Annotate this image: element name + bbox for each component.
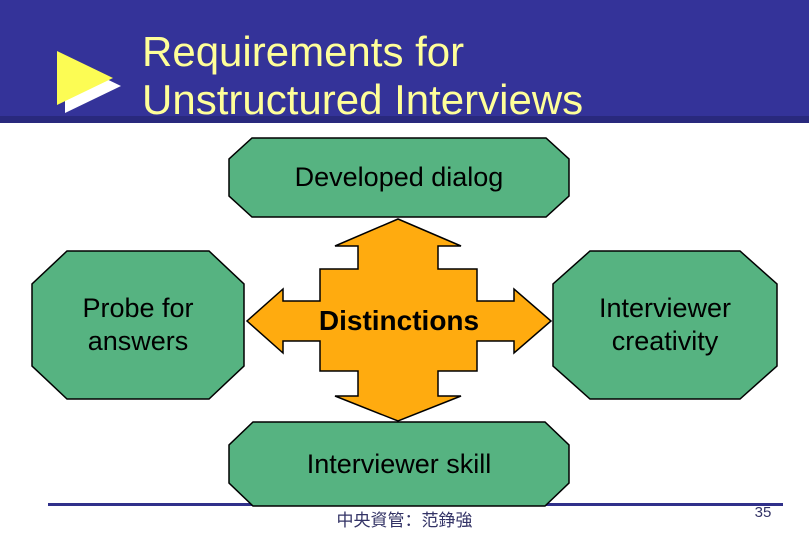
interviewer-skill-label: Interviewer skill (306, 448, 492, 479)
developed-dialog-shape (228, 137, 570, 218)
page-number: 35 (754, 504, 772, 521)
interviewer-skill-shape (228, 421, 570, 507)
bullet-triangle-icon (57, 51, 121, 113)
developed-dialog-label: Developed dialog (294, 162, 504, 192)
developed-dialog-octagon (228, 137, 570, 218)
interviewer-skill-octagon (228, 421, 570, 507)
quad-arrow-polygon (245, 218, 553, 422)
interviewer-creativity-octagon (552, 250, 778, 400)
bullet-triangle (57, 51, 113, 105)
page-title-line1: Requirements for (142, 28, 465, 75)
footer-credit: 中央資管：范錚強 (336, 511, 473, 530)
page-title: Requirements for Unstructured Interviews (142, 28, 583, 124)
interviewer-creativity-label: Interviewer creativity (598, 293, 732, 356)
title-bar: Requirements for Unstructured Interviews (0, 0, 809, 123)
interviewer-creativity-shape (552, 250, 778, 400)
probe-for-answers-shape (31, 250, 245, 400)
quad-arrow-icon (245, 218, 553, 422)
probe-for-answers-octagon (31, 250, 245, 400)
distinctions-label: Distinctions (318, 305, 480, 336)
page-title-line2: Unstructured Interviews (142, 76, 584, 123)
probe-for-answers-label: Probe for answers (82, 293, 194, 356)
